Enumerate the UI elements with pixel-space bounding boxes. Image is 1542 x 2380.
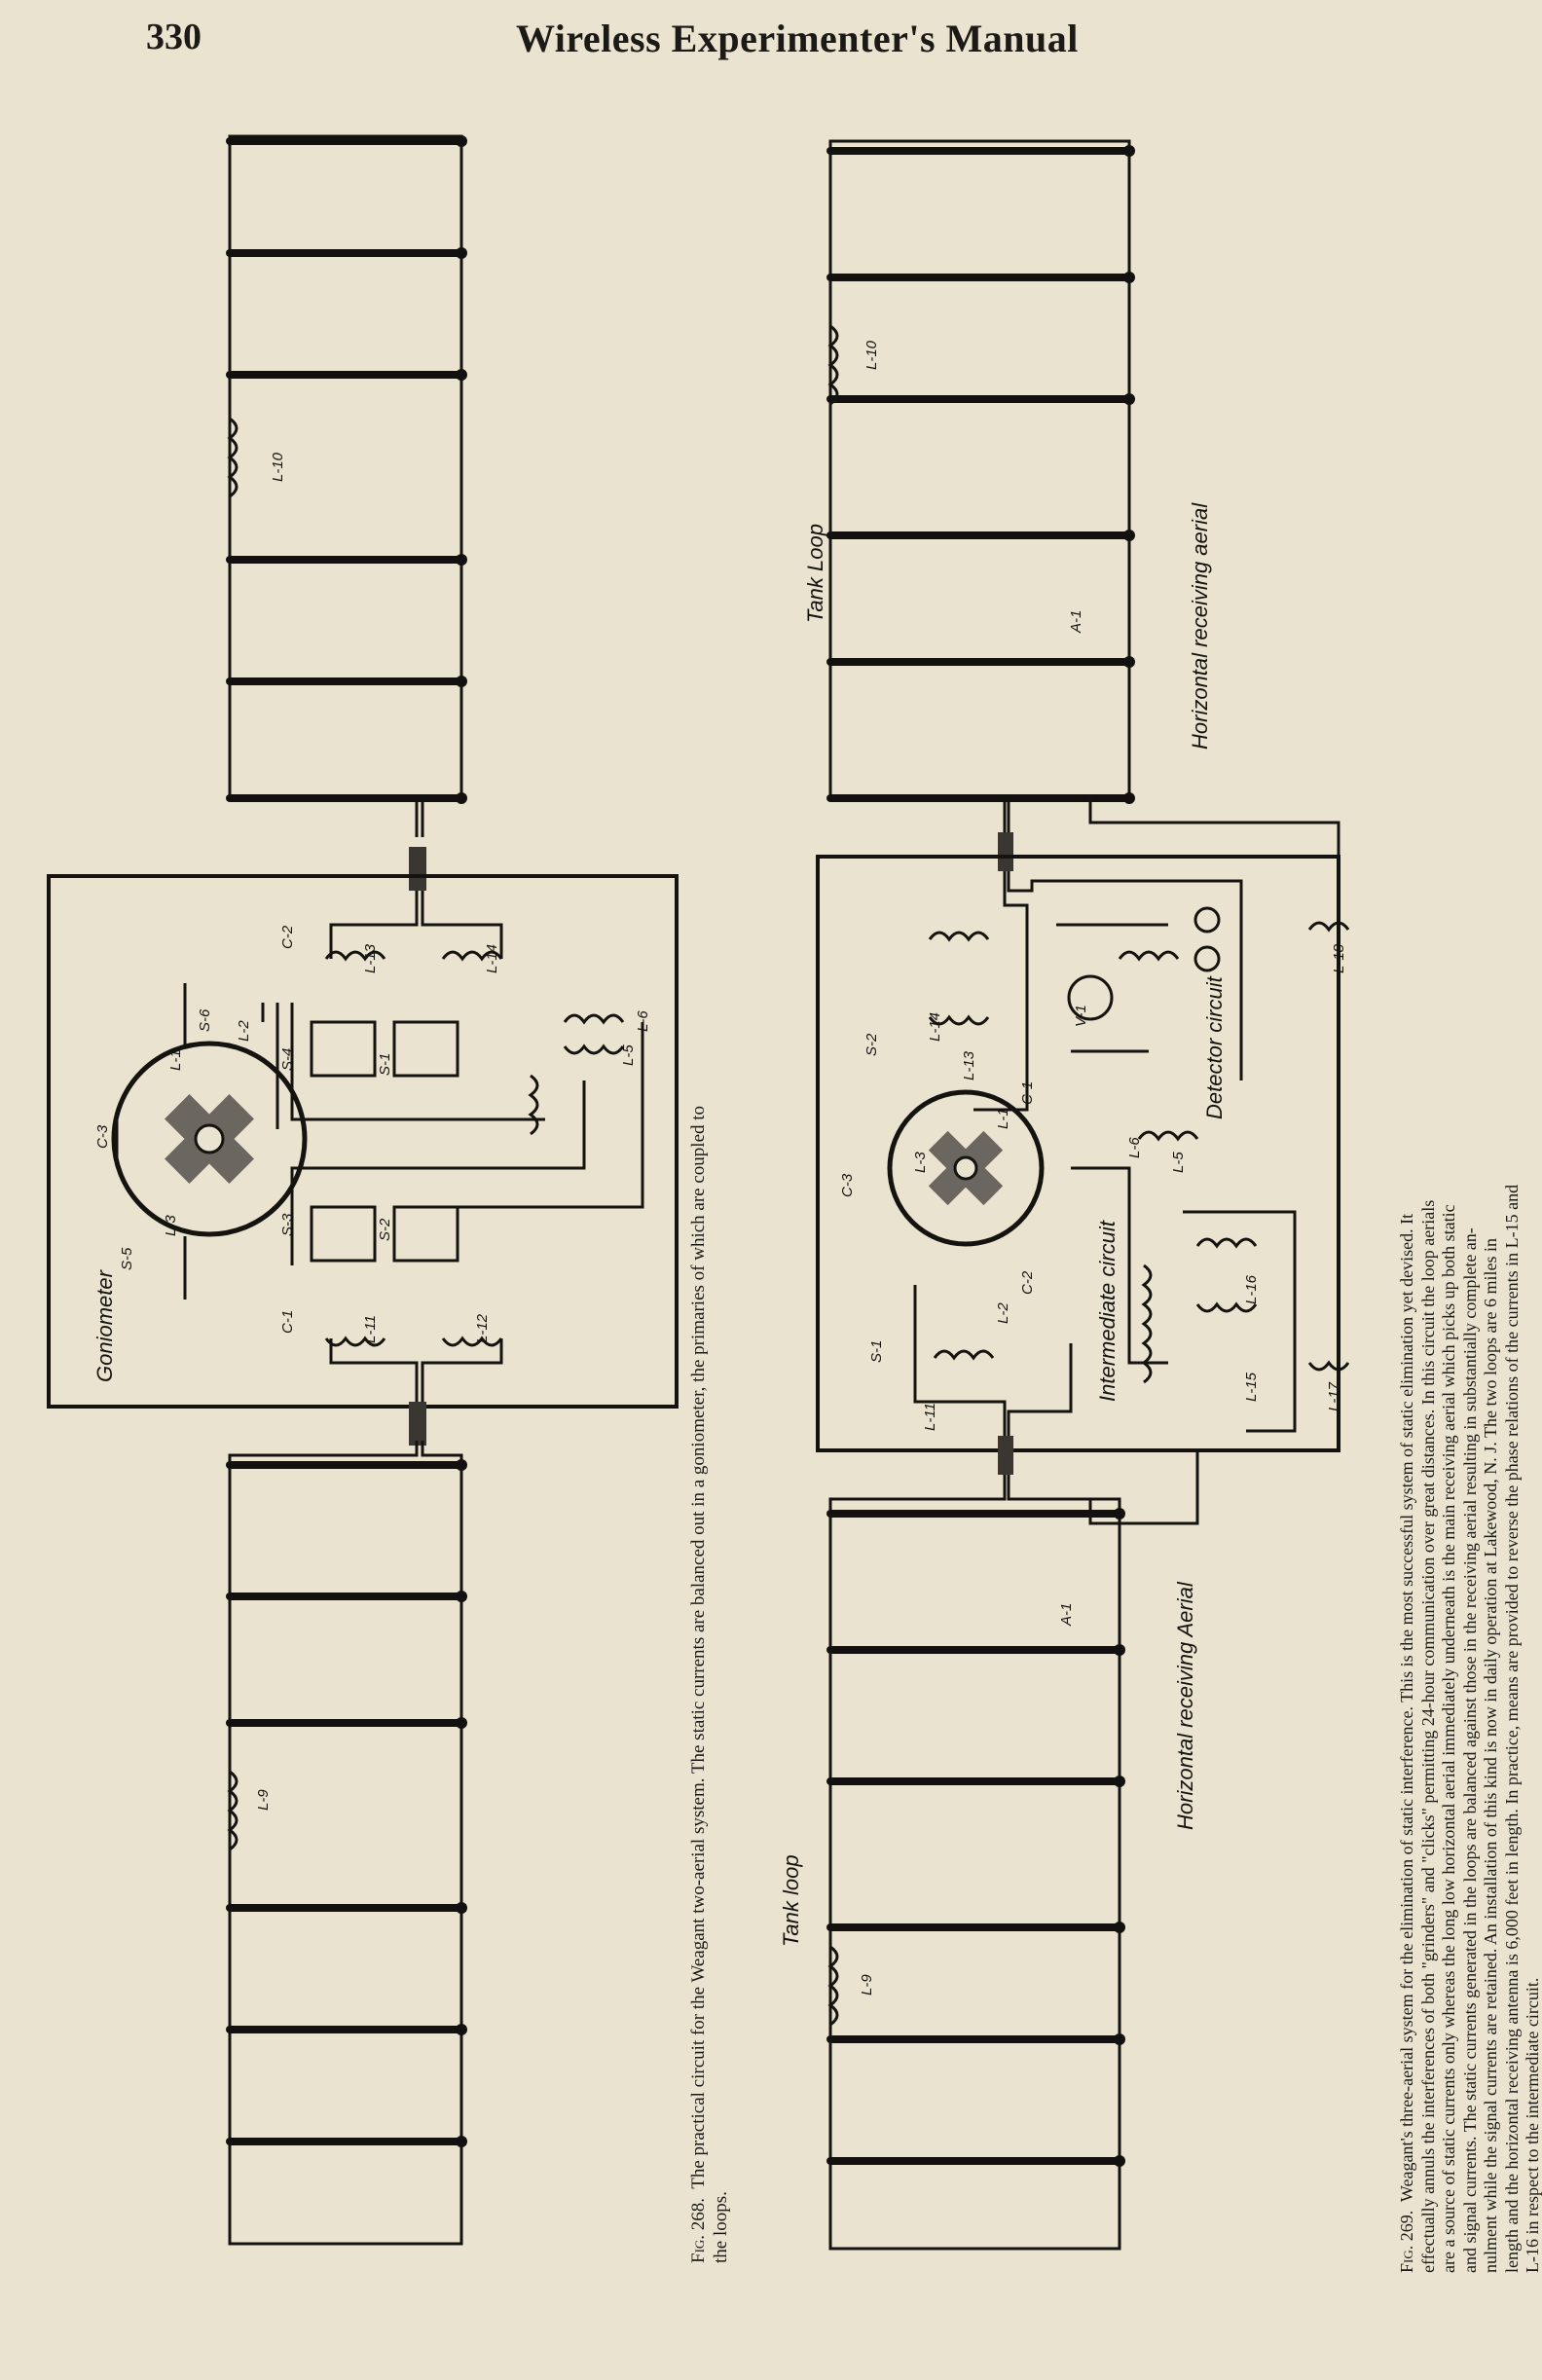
fig269-l6-label: L-6 (1126, 1137, 1143, 1158)
fig268-caption: Fig. 268. The practical circuit for the … (687, 141, 732, 2263)
fig269-a1-bottom-label: A-1 (1058, 1603, 1075, 1627)
fig269-l9-label: L-9 (859, 1974, 875, 1996)
fig269-detector-circuit-label: Detector circuit (1202, 975, 1227, 1119)
fig269-l18-label: L-18 (1331, 943, 1347, 973)
fig269-upper-loop (826, 139, 1340, 934)
fig269-l10-label: L-10 (863, 340, 880, 370)
fig269-diagram: Tank Loop Tank loop Horizontal receiving… (779, 139, 1350, 2251)
fig268-s3-label: S-3 (279, 1213, 296, 1236)
fig268-s1-label: S-1 (377, 1053, 393, 1076)
fig269-caption-line: length and the horizontal receiving ante… (1501, 1184, 1522, 2273)
fig268-l12-label: L-12 (474, 1313, 491, 1343)
fig269-c2-label: C-2 (1019, 1270, 1036, 1295)
fig268-caption-label: Fig. 268. (688, 2197, 709, 2263)
fig269-caption-line: Fig. 269. Weagant's three-aerial system … (1397, 63, 1418, 2273)
fig269-caption-line: are a source of static currents only whe… (1439, 1204, 1458, 2273)
fig269-s1-label: S-1 (868, 1340, 885, 1363)
fig269-caption-line: L-16 in respect to the intermediate circ… (1523, 1977, 1542, 2273)
fig269-l11-label: L-11 (922, 1403, 938, 1431)
fig268-caption-line: Fig. 268. The practical circuit for the … (687, 141, 710, 2263)
fig269-v1-label: V-1 (1073, 1005, 1089, 1027)
fig268-l6-label: L-6 (635, 1010, 651, 1032)
fig268-diagram: Goniometer L-10 L-9 L-13 L-14 L-11 L-12 … (47, 134, 679, 2246)
fig269-caption-line: and signal currents. The static currents… (1459, 1227, 1480, 2273)
fig269-caption-label: Fig. 269. (1397, 2210, 1416, 2273)
fig269-l15-label: L-15 (1243, 1372, 1260, 1402)
fig268-upper-loop (226, 134, 467, 891)
fig268-caption-line: the loops. (711, 2191, 731, 2263)
fig268-lower-loop (226, 1402, 467, 2246)
running-title: Wireless Experimenter's Manual (516, 17, 1079, 60)
fig269-intermediate-circuit-label: Intermediate circuit (1095, 1220, 1120, 1402)
fig268-c1-label: C-1 (279, 1310, 296, 1334)
fig269-circuit-box (816, 855, 1340, 1452)
fig268-goniometer-label: Goniometer (92, 1268, 117, 1382)
fig268-s6-label: S-6 (197, 1008, 213, 1032)
fig268-l5-label: L-5 (620, 1044, 637, 1066)
fig269-l2-label: L-2 (995, 1302, 1011, 1324)
fig268-l13-label: L-13 (362, 943, 379, 973)
fig269-caption-line: effectually annuls the interferences of … (1417, 1199, 1438, 2273)
fig269-caption-text: Weagant's three-aerial system for the el… (1397, 1213, 1416, 2203)
page-header: 330 Wireless Experimenter's Manual (0, 0, 1542, 88)
fig268-s4-label: S-4 (279, 1048, 296, 1071)
fig268-l11-label: L-11 (362, 1315, 379, 1343)
fig269-l3-label: L-3 (912, 1152, 929, 1173)
fig268-l2-label: L-2 (236, 1020, 252, 1042)
fig268-c3-label: C-3 (94, 1124, 111, 1149)
fig268-l10-label: L-10 (270, 452, 286, 482)
fig269-l16-label: L-16 (1243, 1274, 1260, 1304)
fig269-goniometer (887, 871, 1350, 1441)
fig269-tank-loop-top-label: Tank Loop (803, 524, 827, 623)
fig268-l9-label: L-9 (255, 1789, 272, 1811)
fig269-l17-label: L-17 (1326, 1381, 1342, 1411)
fig269-caption: Fig. 269. Weagant's three-aerial system … (1397, 63, 1542, 2273)
fig269-l13-label: L-13 (961, 1050, 977, 1080)
fig269-l14-label: L-14 (927, 1012, 943, 1042)
fig268-s2-label: S-2 (377, 1218, 393, 1241)
fig269-l1-label: L-1 (995, 1108, 1011, 1129)
fig268-s5-label: S-5 (119, 1247, 135, 1270)
fig268-caption-text: The practical circuit for the Weagant tw… (688, 1105, 709, 2189)
fig269-c1-label: C-1 (1019, 1081, 1036, 1105)
fig268-l3-label: L-3 (163, 1215, 179, 1236)
fig268-l14-label: L-14 (484, 944, 500, 973)
fig269-a1-top-label: A-1 (1068, 610, 1084, 634)
fig269-caption-line: nulment while the signal currents are re… (1481, 1238, 1500, 2273)
fig269-tank-loop-bottom-label: Tank loop (779, 1854, 803, 1947)
fig268-c2-label: C-2 (279, 925, 296, 949)
fig269-s2-label: S-2 (863, 1033, 880, 1056)
fig268-l1-label: L-1 (167, 1049, 184, 1071)
fig269-horizontal-aerial-bottom-label: Horizontal receiving Aerial (1173, 1581, 1197, 1830)
fig269-l5-label: L-5 (1170, 1152, 1187, 1173)
fig268-goniometer-box (47, 874, 679, 1409)
fig268-goniometer (111, 891, 644, 1402)
fig269-lower-loop (826, 1436, 1199, 2251)
fig269-horizontal-aerial-top-label: Horizontal receiving aerial (1188, 502, 1212, 750)
page-number: 330 (146, 17, 202, 57)
fig269-c3-label: C-3 (839, 1173, 856, 1197)
